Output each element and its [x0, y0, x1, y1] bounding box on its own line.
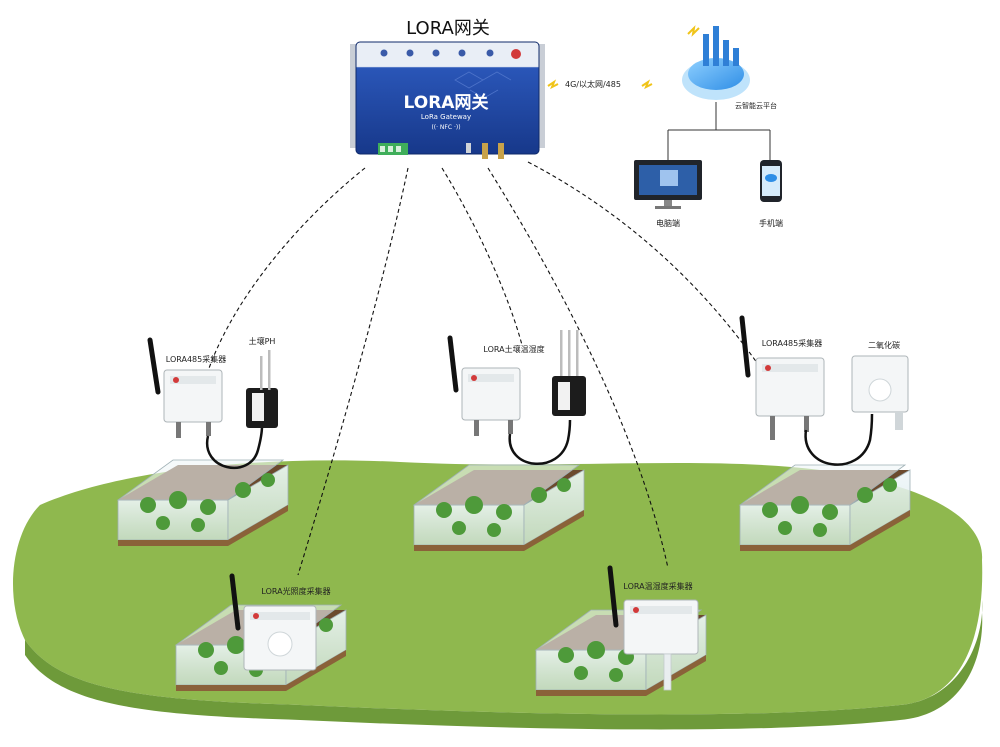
device-label-co2-collector: LORA485采集器: [762, 338, 822, 348]
lora-links: [204, 161, 763, 576]
antenna-icon: [607, 565, 619, 628]
lightning-icon-left: [547, 79, 559, 90]
pc-label: 电脑端: [656, 218, 680, 228]
gateway-indicator-row: [380, 49, 521, 59]
mobile-client: 手机端: [759, 160, 783, 228]
gateway-body: [355, 41, 540, 155]
device-label-ph-collector: LORA485采集器: [166, 354, 226, 364]
gateway-title: LORA网关: [406, 18, 490, 39]
device-label-soil-collector: LORA土壤温湿度: [483, 344, 544, 354]
sensor-cable: [205, 425, 264, 469]
antenna-icon: [739, 315, 751, 378]
cloud-platform: 云智能云平台: [682, 25, 777, 110]
device-label-temp-collector: LORA温湿度采集器: [623, 581, 692, 591]
ground-edge: [25, 600, 983, 730]
gateway-nfc-label: ((· NFC ·)): [431, 124, 460, 131]
lightning-icon-right: [641, 79, 653, 90]
sensor-cable: [804, 413, 874, 466]
uplink: 4G/以太网/485: [547, 79, 653, 90]
link-to-co2-collector: [527, 161, 763, 371]
mobile-label: 手机端: [759, 218, 783, 228]
temp-probe: [663, 653, 672, 691]
gateway-terminal-block: [378, 143, 408, 155]
gateway-panel-subtitle: LoRa Gateway: [421, 113, 471, 121]
gateway-mount-right: [537, 44, 545, 148]
signal-lightning-icon: [687, 25, 700, 37]
sensor-label-co2: 二氧化碳: [868, 340, 900, 350]
cloud-bars-icon: [703, 26, 739, 66]
antenna-icon: [229, 573, 241, 631]
lora-gateway: LORA网关 LORA网关 LoRa Gateway ((· NFC ·)): [350, 18, 545, 159]
link-to-ph-collector: [204, 167, 366, 381]
pc-client: 电脑端: [634, 160, 702, 228]
device-light-collector: LORA光照度采集器: [229, 573, 331, 671]
gateway-antenna-connectors: [466, 143, 504, 159]
link-to-soil-collector: [441, 167, 523, 346]
device-co2-collector: LORA485采集器 二氧化碳: [739, 315, 909, 466]
gateway-panel-title: LORA网关: [404, 92, 489, 113]
link-to-temp-collector: [487, 167, 669, 569]
gateway-mount-left: [350, 44, 358, 148]
client-connector: [667, 102, 771, 160]
collector-box: [755, 357, 825, 417]
antenna-icon: [147, 337, 161, 395]
greenhouse-1: [116, 459, 289, 546]
device-ph-collector: LORA485采集器 土壤PH: [147, 336, 278, 469]
cloud-icon: [688, 58, 744, 90]
sensor-cable: [508, 419, 572, 465]
cloud-label: 云智能云平台: [735, 101, 777, 110]
light-sensor-dome: [267, 631, 293, 657]
greenhouse-2: [412, 464, 585, 551]
gateway-hex-pattern: [454, 71, 512, 99]
probe-label-ph: 土壤PH: [249, 336, 276, 346]
device-label-light-collector: LORA光照度采集器: [261, 586, 330, 596]
uplink-label: 4G/以太网/485: [565, 79, 621, 89]
greenhouse-3: [738, 464, 911, 551]
device-soil-collector: LORA土壤温湿度: [447, 330, 586, 465]
antenna-icon: [447, 335, 459, 393]
link-to-light-collector: [297, 167, 409, 576]
device-temp-collector: LORA温湿度采集器: [607, 565, 699, 691]
